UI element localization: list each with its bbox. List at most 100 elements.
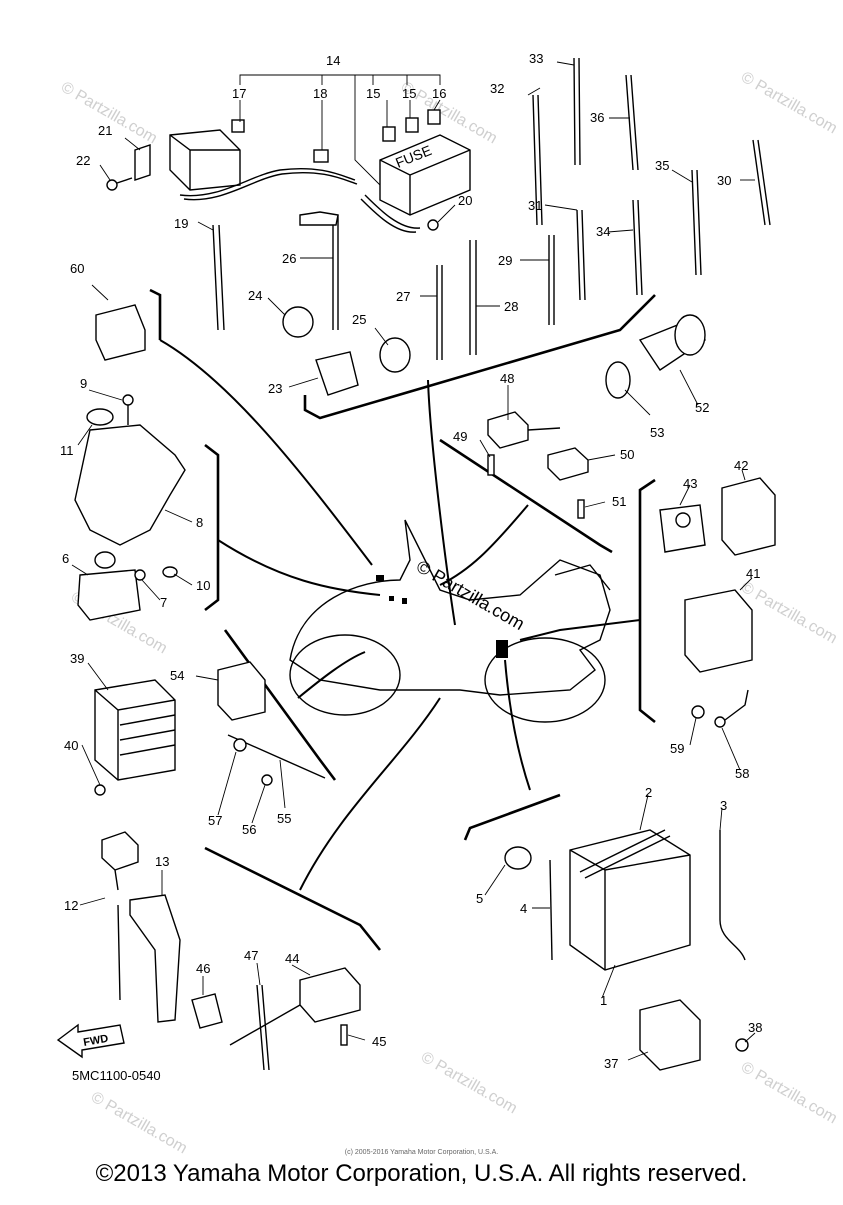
bracket-44-47 bbox=[204, 846, 382, 951]
callout-49: 49 bbox=[453, 429, 467, 444]
callout-27: 27 bbox=[396, 289, 410, 304]
callout-47: 47 bbox=[244, 948, 258, 963]
diagram-code: 5MC1100-0540 bbox=[72, 1068, 161, 1083]
part-8-cover bbox=[74, 424, 186, 546]
part-20-screw bbox=[427, 219, 439, 231]
battery-marker bbox=[496, 640, 508, 658]
connector-lines bbox=[159, 339, 641, 891]
callout-15a: 15 bbox=[366, 86, 380, 101]
callout-26: 26 bbox=[282, 251, 296, 266]
part-11-grommet bbox=[86, 408, 114, 426]
callout-60: 60 bbox=[70, 261, 84, 276]
callout-31: 31 bbox=[528, 198, 542, 213]
part-10-nut bbox=[162, 566, 178, 578]
callout-7: 7 bbox=[160, 595, 167, 610]
callout-48: 48 bbox=[500, 371, 514, 386]
part-3-lead bbox=[719, 830, 746, 961]
part-43-sensor bbox=[659, 504, 706, 553]
callout-58: 58 bbox=[735, 766, 749, 781]
callout-43: 43 bbox=[683, 476, 697, 491]
part-25-clamp bbox=[379, 337, 411, 373]
connector-8 bbox=[217, 539, 381, 596]
part-48-switch bbox=[487, 411, 561, 449]
callout-54: 54 bbox=[170, 668, 184, 683]
part-16-fuse bbox=[427, 109, 441, 125]
part-56-terminal bbox=[261, 774, 273, 786]
callout-46: 46 bbox=[196, 961, 210, 976]
watermark: © Partzilla.com bbox=[88, 1089, 190, 1158]
part-7-screw bbox=[134, 569, 146, 581]
callout-10: 10 bbox=[196, 578, 210, 593]
part-40-screw bbox=[94, 784, 106, 796]
motorcycle-outline: © Partzilla.com bbox=[289, 519, 611, 723]
bracket-41-59 bbox=[638, 478, 656, 724]
bracket-6-11 bbox=[204, 443, 220, 612]
connector-54 bbox=[297, 651, 366, 699]
callout-45: 45 bbox=[372, 1034, 386, 1049]
callout-16: 16 bbox=[432, 86, 446, 101]
callout-52: 52 bbox=[695, 400, 709, 415]
callout-labels: 1 2 3 4 5 6 7 8 9 10 11 12 13 14 15 15 1… bbox=[60, 51, 762, 1071]
callout-30: 30 bbox=[717, 173, 731, 188]
callout-50: 50 bbox=[620, 447, 634, 462]
callout-28: 28 bbox=[504, 299, 518, 314]
part-57-screw bbox=[233, 738, 247, 752]
part-4-lead bbox=[549, 859, 553, 961]
part-15-fuse bbox=[382, 117, 419, 142]
callout-12: 12 bbox=[64, 898, 78, 913]
marker bbox=[389, 596, 394, 601]
part-51-screw bbox=[577, 499, 585, 519]
part-54-relay bbox=[217, 661, 266, 721]
part-17-fuse bbox=[231, 119, 245, 133]
marker bbox=[402, 598, 407, 604]
part-46-clamp bbox=[191, 993, 223, 1029]
part-1-battery bbox=[569, 829, 691, 971]
center-watermark: © Partzilla.com bbox=[413, 556, 528, 634]
bracket-48-51 bbox=[439, 438, 613, 554]
part-22-screw bbox=[106, 177, 133, 191]
connector-1 bbox=[504, 659, 531, 791]
part-45-screw bbox=[340, 1024, 348, 1046]
callout-40: 40 bbox=[64, 738, 78, 753]
bracket-1-5 bbox=[463, 793, 561, 841]
fwd-label: FWD bbox=[82, 1033, 109, 1049]
bracket-19-36 bbox=[303, 294, 656, 420]
callout-34: 34 bbox=[596, 224, 610, 239]
fwd-arrow: FWD bbox=[56, 1023, 125, 1059]
part-59-screw bbox=[691, 705, 705, 719]
part-37-relay bbox=[639, 999, 701, 1071]
callout-1: 1 bbox=[600, 993, 607, 1008]
copyright-footer: ©2013 Yamaha Motor Corporation, U.S.A. A… bbox=[95, 1160, 748, 1187]
connector-48 bbox=[439, 504, 529, 586]
callout-44: 44 bbox=[285, 951, 299, 966]
callout-56: 56 bbox=[242, 822, 256, 837]
part-49-screw bbox=[487, 454, 495, 476]
callout-21: 21 bbox=[98, 123, 112, 138]
callout-14: 14 bbox=[326, 53, 340, 68]
watermark: © Partzilla.com bbox=[738, 579, 840, 648]
connector-41 bbox=[519, 619, 641, 641]
part-14-harness bbox=[179, 167, 421, 233]
callout-13: 13 bbox=[155, 854, 169, 869]
callout-5: 5 bbox=[476, 891, 483, 906]
callout-42: 42 bbox=[734, 458, 748, 473]
rear-seat bbox=[554, 564, 611, 591]
callout-24: 24 bbox=[248, 288, 262, 303]
rear-wheel bbox=[484, 637, 606, 723]
callout-25: 25 bbox=[352, 312, 366, 327]
callout-53: 53 bbox=[650, 425, 664, 440]
watermark: © Partzilla.com bbox=[738, 1059, 840, 1128]
callout-36: 36 bbox=[590, 110, 604, 125]
part-2-band bbox=[579, 829, 671, 879]
callout-41: 41 bbox=[746, 566, 760, 581]
part-6-switch bbox=[77, 551, 141, 621]
callout-9: 9 bbox=[80, 376, 87, 391]
watermark: © Partzilla.com bbox=[738, 69, 840, 138]
callout-15b: 15 bbox=[402, 86, 416, 101]
callout-35: 35 bbox=[655, 158, 669, 173]
callout-2: 2 bbox=[645, 785, 652, 800]
body-outline bbox=[289, 519, 611, 696]
part-50-switch bbox=[547, 447, 589, 481]
marker bbox=[376, 575, 384, 581]
